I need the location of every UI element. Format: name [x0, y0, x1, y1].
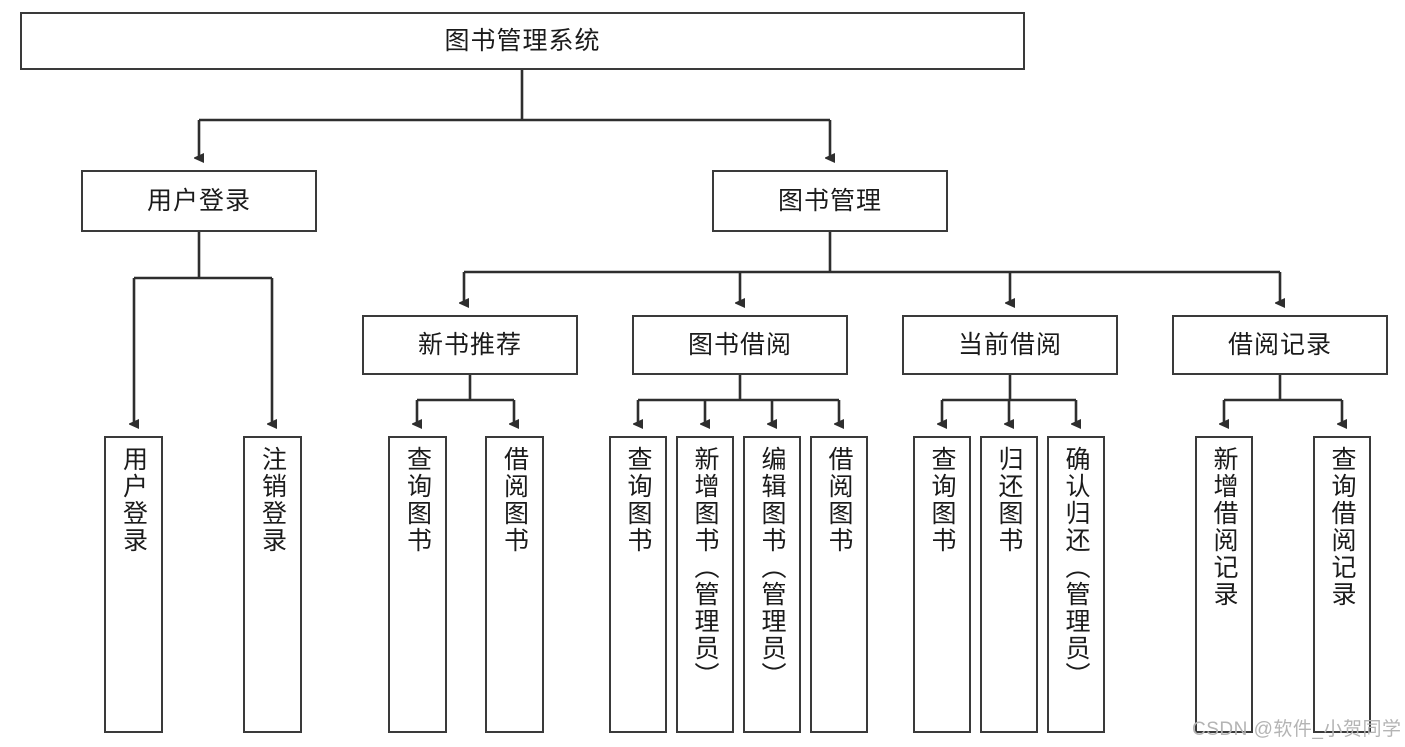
node-new-book-recommend[interactable]: 新书推荐	[362, 315, 578, 375]
leaf-current-borrow-confirm-return[interactable]: 确认归还（管理员）	[1047, 436, 1105, 733]
node-label: 查询借阅记录	[1328, 446, 1356, 608]
node-label: 借阅记录	[1227, 330, 1332, 359]
node-label: 确认归还（管理员）	[1062, 446, 1090, 689]
node-current-borrow[interactable]: 当前借阅	[902, 315, 1118, 375]
leaf-book-borrow-edit[interactable]: 编辑图书（管理员）	[743, 436, 801, 733]
node-user-login[interactable]: 用户登录	[81, 170, 317, 232]
leaf-borrow-record-query[interactable]: 查询借阅记录	[1313, 436, 1371, 733]
csdn-watermark: CSDN @软件_小贺同学	[1192, 719, 1402, 740]
node-root-book-management-system[interactable]: 图书管理系统	[20, 12, 1025, 70]
node-label: 当前借阅	[957, 330, 1062, 359]
node-book-management[interactable]: 图书管理	[712, 170, 948, 232]
node-label: 图书管理系统	[444, 26, 601, 55]
leaf-book-borrow-add[interactable]: 新增图书（管理员）	[676, 436, 734, 733]
node-label: 新增借阅记录	[1210, 446, 1238, 608]
node-label: 借阅图书	[500, 446, 529, 554]
node-label: 借阅图书	[825, 446, 853, 554]
node-book-borrow[interactable]: 图书借阅	[632, 315, 848, 375]
leaf-user-login-login[interactable]: 用户登录	[104, 436, 163, 733]
node-label: 用户登录	[119, 446, 148, 554]
node-label: 新增图书（管理员）	[691, 446, 719, 689]
node-label: 图书借阅	[687, 330, 792, 359]
node-label: 注销登录	[258, 446, 287, 554]
node-borrow-record[interactable]: 借阅记录	[1172, 315, 1388, 375]
leaf-book-borrow-query[interactable]: 查询图书	[609, 436, 667, 733]
leaf-borrow-record-add[interactable]: 新增借阅记录	[1195, 436, 1253, 733]
node-label: 编辑图书（管理员）	[758, 446, 786, 689]
leaf-current-borrow-return[interactable]: 归还图书	[980, 436, 1038, 733]
node-label: 查询图书	[403, 446, 432, 554]
leaf-book-borrow-borrow[interactable]: 借阅图书	[810, 436, 868, 733]
leaf-current-borrow-query[interactable]: 查询图书	[913, 436, 971, 733]
node-label: 查询图书	[928, 446, 956, 554]
node-label: 归还图书	[995, 446, 1023, 554]
leaf-user-login-logout[interactable]: 注销登录	[243, 436, 302, 733]
node-label: 新书推荐	[417, 330, 522, 359]
node-label: 图书管理	[777, 186, 882, 215]
leaf-new-book-query[interactable]: 查询图书	[388, 436, 447, 733]
leaf-new-book-borrow[interactable]: 借阅图书	[485, 436, 544, 733]
node-label: 用户登录	[146, 186, 251, 215]
node-label: 查询图书	[624, 446, 652, 554]
